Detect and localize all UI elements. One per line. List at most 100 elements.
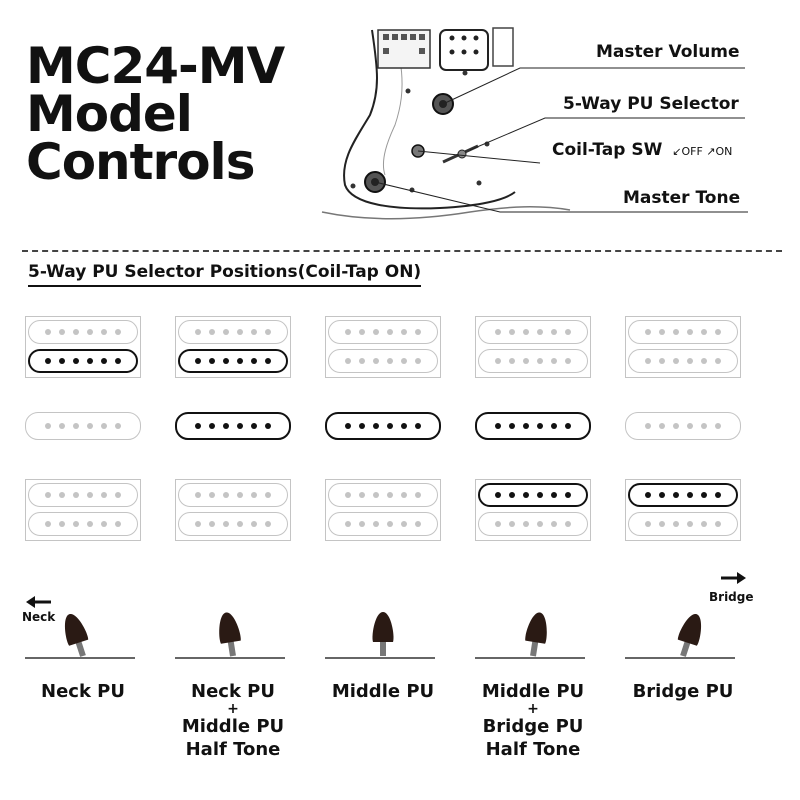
pole-piece xyxy=(687,521,693,527)
pole-piece xyxy=(101,521,107,527)
pole-piece xyxy=(209,358,215,364)
pole-piece xyxy=(345,521,351,527)
pole-piece xyxy=(523,492,529,498)
bridge-top-coil xyxy=(328,483,438,507)
neck-bottom-coil xyxy=(328,349,438,373)
master-tone-label: Master Tone xyxy=(623,188,741,208)
neck-bottom-coil xyxy=(628,349,738,373)
pole-piece xyxy=(401,492,407,498)
pole-piece xyxy=(659,329,665,335)
bridge-top-coil xyxy=(178,483,288,507)
pole-piece xyxy=(87,358,93,364)
position-label-line: Middle PU xyxy=(181,716,285,737)
neck-direction: Neck xyxy=(22,596,55,624)
coil-tap-states: ↙OFF ↗ON xyxy=(672,145,732,158)
pole-piece xyxy=(687,329,693,335)
pole-piece xyxy=(251,521,257,527)
pickguard-edge xyxy=(382,59,403,176)
selector-lever-icon xyxy=(625,614,735,659)
pole-piece xyxy=(523,358,529,364)
pole-piece xyxy=(687,492,693,498)
pole-piece xyxy=(659,521,665,527)
neck-top-coil xyxy=(478,320,588,344)
pole-piece xyxy=(87,329,93,335)
pole-piece xyxy=(715,358,721,364)
neck-humbucker-frame xyxy=(475,316,591,378)
coil-tap-on: ON xyxy=(715,145,733,158)
pole-piece xyxy=(223,423,229,429)
pole-piece xyxy=(45,329,51,335)
pole-piece xyxy=(373,492,379,498)
pole-piece xyxy=(387,329,393,335)
pole-piece xyxy=(523,423,529,429)
neck-humbucker-frame xyxy=(625,316,741,378)
pole-piece xyxy=(101,329,107,335)
pole-piece xyxy=(673,492,679,498)
pole-piece xyxy=(251,358,257,364)
pole-piece xyxy=(359,329,365,335)
pole-piece xyxy=(645,358,651,364)
bridge-bottom-coil xyxy=(628,512,738,536)
middle-single-coil xyxy=(625,412,741,440)
pole-piece xyxy=(209,329,215,335)
pole-piece xyxy=(673,329,679,335)
pole-piece xyxy=(387,492,393,498)
pole-piece xyxy=(73,492,79,498)
pole-piece xyxy=(209,521,215,527)
section-title: 5-Way PU Selector Positions(Coil-Tap ON) xyxy=(28,262,422,287)
pole-piece xyxy=(509,358,515,364)
bridge-humbucker-frame xyxy=(175,479,291,541)
pole-piece xyxy=(251,492,257,498)
pole-piece xyxy=(251,423,257,429)
selector-label: 5-Way PU Selector xyxy=(563,94,739,114)
pole-piece xyxy=(115,492,121,498)
bridge-bottom-coil xyxy=(328,512,438,536)
pole-piece xyxy=(237,492,243,498)
pole-piece xyxy=(251,329,257,335)
lever-tip xyxy=(64,614,89,657)
down-arrow-icon: ↙ xyxy=(672,145,682,158)
pole-piece xyxy=(401,423,407,429)
pole-piece xyxy=(195,423,201,429)
pole-piece xyxy=(551,492,557,498)
middle-single-coil xyxy=(475,412,591,440)
position-label-line: Half Tone xyxy=(185,739,281,760)
pole-piece xyxy=(373,358,379,364)
fretboard-end xyxy=(492,27,514,67)
pole-piece xyxy=(195,521,201,527)
bridge-bottom-coil xyxy=(28,512,138,536)
pole-piece xyxy=(565,358,571,364)
pole-piece xyxy=(265,521,271,527)
coil-tap-label: Coil-Tap SW ↙OFF ↗ON xyxy=(552,140,732,160)
position-label-line: + xyxy=(527,701,539,717)
title-line-2: Model xyxy=(26,85,193,143)
pole-piece xyxy=(401,329,407,335)
section-divider xyxy=(22,250,782,252)
bridge-top-coil xyxy=(628,483,738,507)
lever-tip xyxy=(677,614,702,657)
pole-piece xyxy=(509,492,515,498)
pole-piece xyxy=(73,521,79,527)
pole-piece xyxy=(115,329,121,335)
neck-top-coil xyxy=(178,320,288,344)
lever-tip xyxy=(219,612,241,657)
pole-piece xyxy=(59,329,65,335)
pole-piece xyxy=(195,358,201,364)
pole-piece xyxy=(195,492,201,498)
pole-piece xyxy=(415,423,421,429)
pole-piece xyxy=(645,423,651,429)
neck-top-coil xyxy=(628,320,738,344)
pole-piece xyxy=(715,423,721,429)
pole-piece xyxy=(495,521,501,527)
position-label-line: Bridge PU xyxy=(482,716,584,737)
pole-piece xyxy=(715,329,721,335)
pole-piece xyxy=(359,492,365,498)
position-label: Bridge PU xyxy=(625,680,741,703)
position-label: Middle PU xyxy=(325,680,441,703)
pole-piece xyxy=(565,492,571,498)
pole-piece xyxy=(265,423,271,429)
pole-piece xyxy=(237,329,243,335)
